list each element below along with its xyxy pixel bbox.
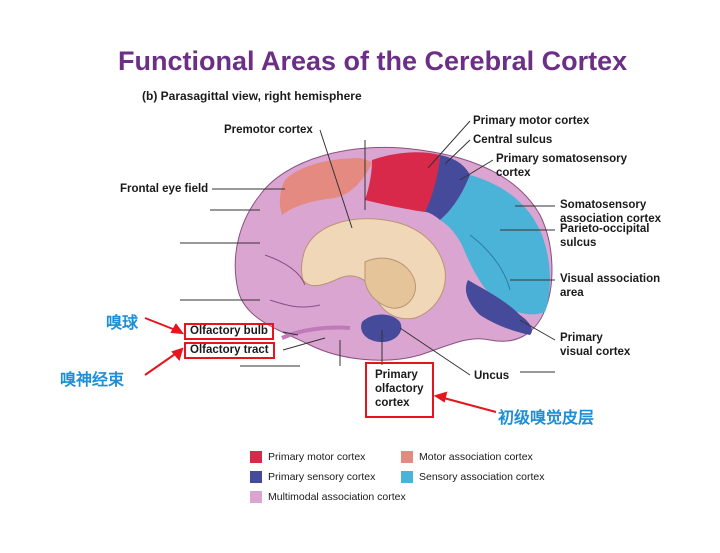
label-line: Visual association bbox=[560, 273, 661, 285]
label-primary-motor-cortex: Primary motor cortex bbox=[473, 115, 590, 127]
label-line: sulcus bbox=[560, 237, 597, 249]
legend-swatch bbox=[401, 471, 413, 483]
legend-item-sensory-association: Sensory association cortex bbox=[401, 471, 544, 483]
legend-swatch bbox=[250, 451, 262, 463]
label-somatosensory-association-cortex: Somatosensory association cortex bbox=[560, 198, 661, 226]
label-olfactory-tract: Olfactory tract bbox=[184, 342, 275, 359]
annotation-cn-olfactory-bulb: 嗅球 bbox=[106, 313, 139, 332]
label-primary-visual-cortex: Primary visual cortex bbox=[560, 331, 630, 359]
label-frontal-eye-field: Frontal eye field bbox=[120, 183, 209, 195]
primary-motor-region bbox=[365, 152, 440, 212]
legend-swatch bbox=[250, 471, 262, 483]
legend-label: Primary motor cortex bbox=[268, 451, 366, 463]
primary-olfactory-region bbox=[361, 314, 402, 342]
label-line: visual cortex bbox=[560, 346, 631, 358]
label-primary-olfactory-cortex: Primary olfactory cortex bbox=[365, 362, 434, 418]
legend-label: Primary sensory cortex bbox=[268, 471, 376, 483]
legend-item-motor-association: Motor association cortex bbox=[401, 451, 533, 463]
annotation-cn-olfactory-tract: 嗅神经束 bbox=[60, 370, 125, 389]
label-olfactory-bulb: Olfactory bulb bbox=[184, 323, 274, 340]
label-parieto-occipital-sulcus: Parieto-occipital sulcus bbox=[560, 222, 649, 250]
legend-item-primary-sensory: Primary sensory cortex bbox=[250, 471, 375, 483]
label-central-sulcus: Central sulcus bbox=[473, 134, 553, 146]
label-line: association cortex bbox=[560, 213, 661, 225]
label-uncus: Uncus bbox=[474, 370, 510, 382]
label-line: Primary bbox=[560, 332, 603, 344]
label-line: Parieto-occipital bbox=[560, 223, 650, 235]
legend-item-primary-motor: Primary motor cortex bbox=[250, 451, 365, 463]
thalamus-region bbox=[364, 257, 416, 309]
primary-sensory-region bbox=[425, 155, 470, 220]
annotation-arrows bbox=[144, 317, 497, 413]
label-line: Primary bbox=[375, 369, 418, 381]
legend-swatch bbox=[250, 491, 262, 503]
legend-label: Sensory association cortex bbox=[419, 471, 545, 483]
label-primary-somatosensory-cortex: Primary somatosensory cortex bbox=[496, 152, 627, 180]
motor-association-region bbox=[279, 158, 372, 215]
legend-label: Motor association cortex bbox=[419, 451, 533, 463]
label-line: cortex bbox=[375, 397, 410, 409]
leader-lines bbox=[180, 120, 556, 376]
label-line: area bbox=[560, 287, 584, 299]
legend-swatch bbox=[401, 451, 413, 463]
label-line: Primary somatosensory bbox=[496, 153, 628, 165]
label-line: olfactory bbox=[375, 383, 424, 395]
label-line: Somatosensory bbox=[560, 199, 647, 211]
label-premotor-cortex: Premotor cortex bbox=[224, 124, 313, 136]
olfactory-tract-shape bbox=[281, 325, 351, 340]
annotation-cn-primary-olfactory-cortex: 初级嗅觉皮层 bbox=[498, 408, 595, 427]
primary-visual-region bbox=[465, 280, 532, 335]
label-visual-association-area: Visual association area bbox=[560, 272, 660, 300]
page-title: Functional Areas of the Cerebral Cortex bbox=[118, 46, 628, 76]
legend-label: Multimodal association cortex bbox=[268, 491, 406, 503]
diagram-subtitle: (b) Parasagittal view, right hemisphere bbox=[142, 89, 362, 103]
legend-item-multimodal-association: Multimodal association cortex bbox=[250, 491, 406, 503]
label-line: cortex bbox=[496, 167, 531, 179]
